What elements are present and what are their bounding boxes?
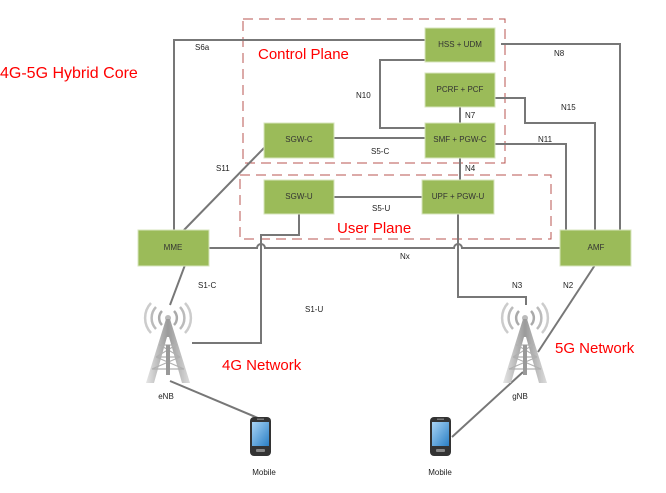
link-n8 [501,43,621,230]
label-s1u: S1-U [305,305,323,314]
node-mme[interactable]: MME [137,229,210,267]
mobile-5g-label: Mobile [428,468,452,477]
node-smf-pgwc[interactable]: SMF + PGW-C [424,122,496,159]
svg-text:HSS + UDM: HSS + UDM [438,40,482,49]
label-n4: N4 [465,164,476,173]
control-plane-region [242,18,506,164]
label-n11: N11 [538,135,553,144]
label-n7: N7 [465,111,476,120]
label-s1c: S1-C [198,281,216,290]
user-plane-region [239,174,552,240]
enb-tower-icon [143,302,193,383]
svg-text:AMF: AMF [588,243,605,252]
svg-text:PCRF + PCF: PCRF + PCF [437,85,484,94]
label-n10: N10 [356,91,371,100]
mobile-4g-icon [250,417,271,456]
gnb-tower-icon [500,302,550,383]
link-gnb-mobile [451,371,524,438]
node-sgwc[interactable]: SGW-C [263,122,335,159]
node-upf-pgwu[interactable]: UPF + PGW-U [421,179,495,215]
link-nx [209,243,560,249]
label-nx: Nx [400,252,410,261]
label-n2: N2 [563,281,574,290]
label-n8: N8 [554,49,565,58]
mobile-5g-icon [430,417,451,456]
label-s6a: S6a [195,43,210,52]
link-enb-mobile [169,380,259,419]
node-amf[interactable]: AMF [559,229,632,267]
link-s11 [183,147,265,231]
4g-network-label: 4G Network [222,357,302,374]
mobile-4g-label: Mobile [252,468,276,477]
enb-label: eNB [158,392,174,401]
link-s1u [192,214,300,344]
link-n10 [379,59,425,129]
svg-text:SGW-C: SGW-C [285,135,313,144]
gnb-label: gNB [512,392,528,401]
node-sgwu[interactable]: SGW-U [263,179,335,215]
link-s1c [169,264,186,306]
5g-network-label: 5G Network [555,340,635,357]
label-n15: N15 [561,103,576,112]
control-plane-label: Control Plane [258,46,349,63]
user-plane-label: User Plane [337,220,411,237]
label-s5u: S5-U [372,204,390,213]
link-n2 [537,264,596,353]
svg-text:MME: MME [164,243,183,252]
label-n3: N3 [512,281,523,290]
svg-text:SMF + PGW-C: SMF + PGW-C [433,135,487,144]
link-n11 [495,143,567,230]
svg-text:SGW-U: SGW-U [285,192,313,201]
node-pcrf-pcf[interactable]: PCRF + PCF [424,72,496,108]
link-n3 [457,214,527,305]
diagram-title: 4G-5G Hybrid Core [0,65,138,82]
label-s11: S11 [216,164,230,173]
svg-text:UPF + PGW-U: UPF + PGW-U [432,192,485,201]
node-hss-udm[interactable]: HSS + UDM [424,27,496,63]
link-n15 [495,97,596,230]
link-s6a [173,39,425,230]
label-s5c: S5-C [371,147,389,156]
